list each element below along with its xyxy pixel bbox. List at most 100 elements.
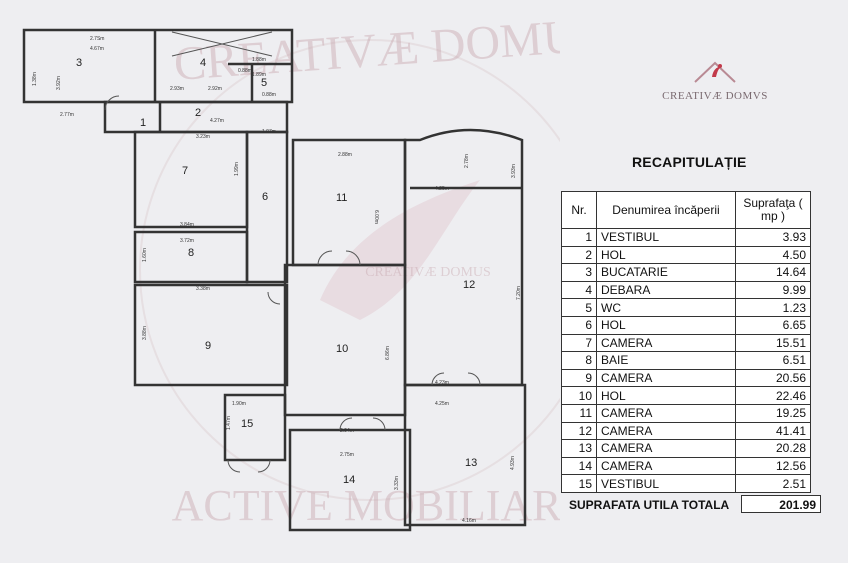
dim-label: 1.89m [252, 72, 266, 78]
row-area: 41.41 [735, 421, 811, 441]
row-name: CAMERA [596, 421, 736, 441]
dim-label: 2.75m [340, 452, 354, 458]
dim-label: 1.07m [262, 129, 276, 135]
dim-label: 4.25m [435, 186, 449, 192]
total-label: SUPRAFATA UTILA TOTALA [569, 498, 730, 512]
bird-house-icon [694, 61, 736, 83]
row-area: 6.51 [735, 351, 811, 370]
row-area: 15.51 [735, 333, 811, 353]
header-name: Denumirea încăperii [596, 191, 736, 229]
row-nr: 8 [561, 351, 597, 370]
row-name: CAMERA [596, 333, 736, 353]
row-nr: 2 [561, 245, 597, 265]
row-area: 4.50 [735, 245, 811, 265]
dim-label: 4.93m [510, 456, 516, 470]
dim-label: 3.92m [56, 76, 62, 90]
room-label-9: 9 [205, 340, 211, 352]
room-label-3: 3 [76, 57, 82, 69]
row-nr: 11 [561, 403, 597, 423]
dim-label: 1.90m [232, 401, 246, 407]
dim-label: 3.93m [511, 164, 517, 178]
company-logo: CREATIVÆ DOMVS [655, 55, 775, 102]
watermark-center-text: CREATIVÆ DOMUS [365, 265, 491, 280]
dim-label: 4.67m [90, 46, 104, 52]
row-name: WC [596, 298, 736, 317]
dim-label: 2.88m [338, 152, 352, 158]
recap-title: RECAPITULAȚIE [632, 154, 747, 170]
row-area: 6.65 [735, 315, 811, 335]
dim-label: 1.60m [142, 248, 148, 262]
row-name: BUCATARIE [596, 263, 736, 282]
dim-label: 3.33m [394, 476, 400, 490]
row-name: VESTIBUL [596, 228, 736, 247]
row-area: 14.64 [735, 263, 811, 282]
row-area: 1.23 [735, 298, 811, 317]
logo-text: CREATIVÆ DOMVS [662, 90, 768, 102]
room-label-6: 6 [262, 191, 268, 203]
dim-label: 3.23m [196, 134, 210, 140]
row-nr: 14 [561, 456, 597, 476]
watermark-arc-bottom: ACTIVE MOBILIARE [172, 481, 560, 530]
dim-label: 6.00m [373, 210, 379, 224]
watermark-arc-top: CREATIVÆ DOMUS [172, 8, 560, 91]
row-name: VESTIBUL [596, 474, 736, 493]
row-name: CAMERA [596, 456, 736, 476]
dim-label: 4.16m [462, 518, 476, 524]
dim-label: 2.77m [60, 112, 74, 118]
floor-plan: CREATIVÆ DOMUS CREATIVÆ DOMUS ACTIVE MOB… [22, 8, 560, 532]
row-nr: 13 [561, 439, 597, 458]
dim-label: 0.88m [238, 68, 252, 74]
row-area: 3.93 [735, 228, 811, 247]
row-nr: 9 [561, 368, 597, 388]
row-nr: 7 [561, 333, 597, 353]
room-label-5: 5 [261, 77, 267, 89]
row-name: HOL [596, 315, 736, 335]
table-header-row: Nr. Denumirea încăperii Suprafaţa ( mp ) [561, 191, 811, 229]
dim-label: 2.7Ѕm [90, 36, 104, 42]
row-name: HOL [596, 245, 736, 265]
row-area: 20.56 [735, 368, 811, 388]
room-label-7: 7 [182, 165, 188, 177]
doors [104, 31, 481, 473]
row-name: CAMERA [596, 368, 736, 388]
dim-label: 3.84m [180, 222, 194, 228]
dim-label: 2.93m [170, 86, 184, 92]
header-area: Suprafaţa ( mp ) [735, 191, 811, 229]
row-area: 2.51 [735, 474, 811, 493]
dim-label: 7.20m [516, 286, 522, 300]
row-name: HOL [596, 386, 736, 405]
room-label-1: 1 [140, 117, 146, 129]
row-area: 19.25 [735, 403, 811, 423]
row-area: 9.99 [735, 280, 811, 300]
dim-label: 3.88m [142, 326, 148, 340]
row-area: 12.56 [735, 456, 811, 476]
room-label-15: 15 [241, 418, 253, 430]
row-nr: 1 [561, 228, 597, 247]
room-label-14: 14 [343, 474, 355, 486]
room-label-2: 2 [195, 107, 201, 119]
row-nr: 12 [561, 421, 597, 441]
dim-label: 1.88m [252, 57, 266, 63]
room-labels: 1 2 3 4 5 6 7 8 9 10 11 12 13 14 15 [76, 57, 477, 486]
dim-label: 1.38m [32, 72, 38, 86]
dim-label: 2.78m [464, 154, 470, 168]
dim-label: 2.92m [208, 86, 222, 92]
row-name: DEBARA [596, 280, 736, 300]
row-nr: 15 [561, 474, 597, 493]
row-area: 20.28 [735, 439, 811, 458]
dim-label: 4.25m [435, 401, 449, 407]
room-label-8: 8 [188, 247, 194, 259]
room-label-11: 11 [336, 192, 347, 204]
dim-label: 1.99m [234, 162, 240, 176]
watermark: CREATIVÆ DOMUS CREATIVÆ DOMUS ACTIVE MOB… [139, 8, 560, 530]
row-area: 22.46 [735, 386, 811, 405]
